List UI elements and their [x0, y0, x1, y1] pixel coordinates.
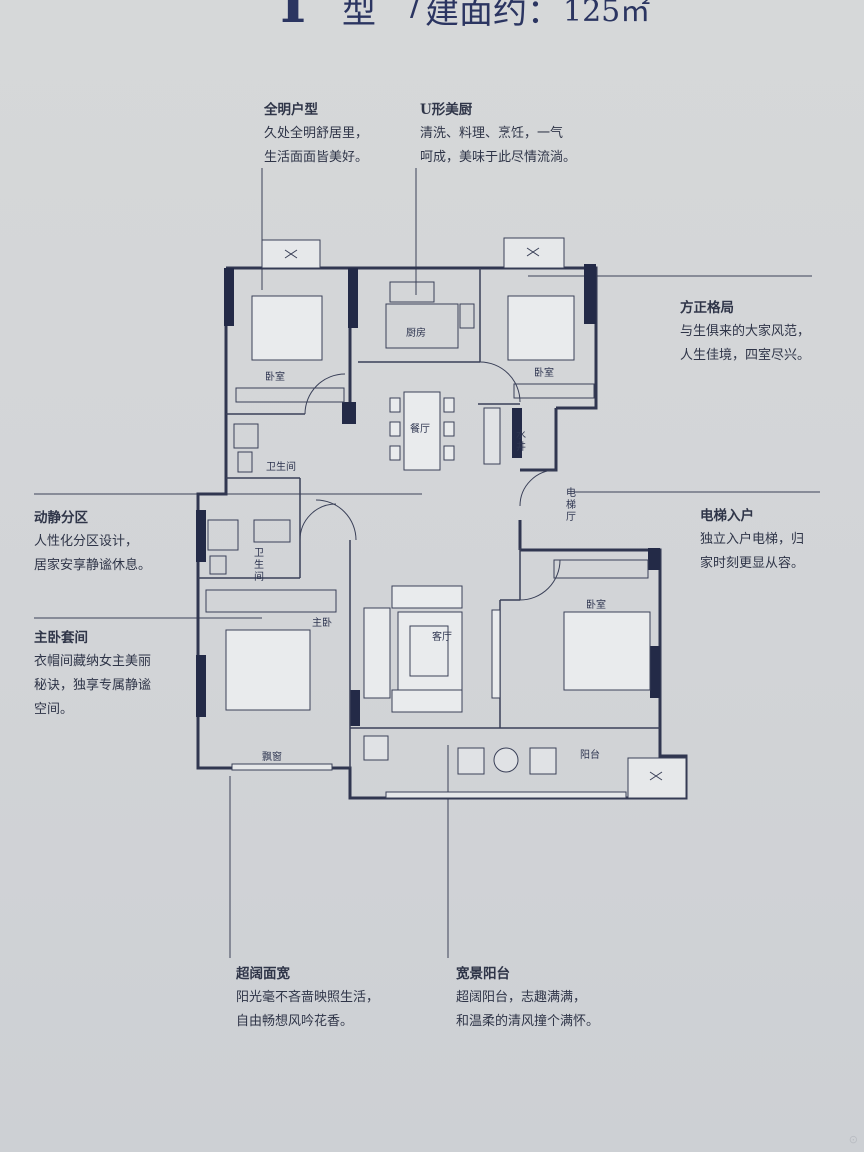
- note-width: 超阔面宽 阳光毫不吝啬映照生活， 自由畅想风吟花香。: [236, 962, 379, 1034]
- note-master-title: 主卧套间: [34, 630, 88, 646]
- note-master-line: 衣帽间藏纳女主美丽: [34, 654, 152, 669]
- label-elevator-2: 梯: [566, 498, 576, 511]
- note-kitchen-title: U形美厨: [420, 102, 473, 118]
- note-balcony-line: 和温柔的清风撞个满怀。: [456, 1014, 600, 1029]
- bath-fixtures: [207, 423, 291, 575]
- label-bath-2-2: 生: [254, 558, 264, 571]
- note-width-title: 超阔面宽: [236, 966, 290, 982]
- note-bright-line: 久处全明舒居里，: [264, 126, 369, 141]
- note-layout-title: 方正格局: [680, 300, 734, 316]
- door-swings: [299, 361, 561, 601]
- note-bright: 全明户型 久处全明舒居里， 生活面面皆美好。: [264, 98, 368, 170]
- label-living-room: 客厅: [432, 630, 452, 643]
- note-master-line: 秘诀，独享专属静谧: [34, 678, 152, 693]
- label-water-shaft-2: 井: [516, 440, 526, 453]
- label-water-shaft-1: 水: [516, 429, 526, 441]
- note-zoning: 动静分区 人性化分区设计， 居家安享静谧休息。: [34, 506, 151, 578]
- note-zoning-line: 人性化分区设计，: [34, 534, 139, 549]
- label-bedroom-se: 卧室: [586, 598, 606, 611]
- plan-type: 型: [342, 0, 376, 32]
- plan-header: I 型 / 建面约： 125㎡: [280, 0, 700, 36]
- wall-accents: [196, 264, 660, 726]
- label-bay-window: 飘窗: [262, 750, 282, 763]
- note-zoning-title: 动静分区: [34, 510, 88, 526]
- note-kitchen-line: 呵成，美味于此尽情流淌。: [420, 150, 577, 165]
- living-furniture: [363, 585, 501, 713]
- dining-table: [389, 391, 455, 471]
- note-layout-line: 人生佳境，四室尽兴。: [680, 348, 811, 363]
- note-master: 主卧套间 衣帽间藏纳女主美丽 秘诀，独享专属静谧 空间。: [34, 626, 151, 722]
- beds: [225, 295, 651, 711]
- label-dining: 餐厅: [410, 422, 430, 435]
- label-elevator-1: 电: [566, 486, 576, 499]
- note-width-line: 自由畅想风吟花香。: [236, 1014, 354, 1029]
- label-elevator-3: 厅: [566, 512, 576, 523]
- plan-letter: I: [280, 0, 307, 36]
- kitchen-fixtures: [385, 281, 475, 349]
- note-master-line: 空间。: [34, 702, 74, 717]
- watermark-icon: ⊙: [848, 1133, 858, 1146]
- area-label: 建面约：: [425, 0, 561, 32]
- note-kitchen: U形美厨 清洗、料理、烹饪，一气 呵成，美味于此尽情流淌。: [420, 98, 576, 170]
- label-bedroom-nw: 卧室: [265, 370, 285, 383]
- note-bright-line: 生活面面皆美好。: [264, 150, 369, 165]
- label-kitchen: 厨房: [406, 326, 426, 339]
- note-balcony-line: 超阔阳台，志趣满满，: [456, 990, 587, 1005]
- note-balcony: 宽景阳台 超阔阳台，志趣满满， 和温柔的清风撞个满怀。: [456, 962, 599, 1034]
- label-balcony: 阳台: [580, 748, 600, 761]
- note-layout: 方正格局 与生俱来的大家风范， 人生佳境，四室尽兴。: [680, 296, 810, 368]
- wardrobes: [205, 383, 649, 613]
- label-bedroom-ne: 卧室: [534, 366, 554, 379]
- note-elevator-title: 电梯入户: [700, 508, 754, 524]
- note-layout-line: 与生俱来的大家风范，: [680, 324, 811, 339]
- note-balcony-title: 宽景阳台: [456, 966, 510, 982]
- label-master-bedroom: 主卧: [312, 616, 332, 629]
- note-elevator-line: 家时刻更显从容。: [700, 556, 805, 571]
- note-elevator: 电梯入户 独立入户电梯，归 家时刻更显从容。: [700, 504, 804, 576]
- header-slash: /: [410, 0, 422, 24]
- note-zoning-line: 居家安享静谧休息。: [34, 558, 152, 573]
- label-bath-2-1: 卫: [254, 548, 264, 559]
- note-bright-title: 全明户型: [264, 102, 318, 118]
- note-elevator-line: 独立入户电梯，归: [700, 532, 805, 547]
- note-width-line: 阳光毫不吝啬映照生活，: [236, 990, 380, 1005]
- note-kitchen-line: 清洗、料理、烹饪，一气: [420, 126, 564, 141]
- label-bath-2-3: 间: [254, 570, 264, 583]
- label-bath-1: 卫生间: [266, 460, 296, 473]
- area-value: 125㎡: [563, 0, 651, 29]
